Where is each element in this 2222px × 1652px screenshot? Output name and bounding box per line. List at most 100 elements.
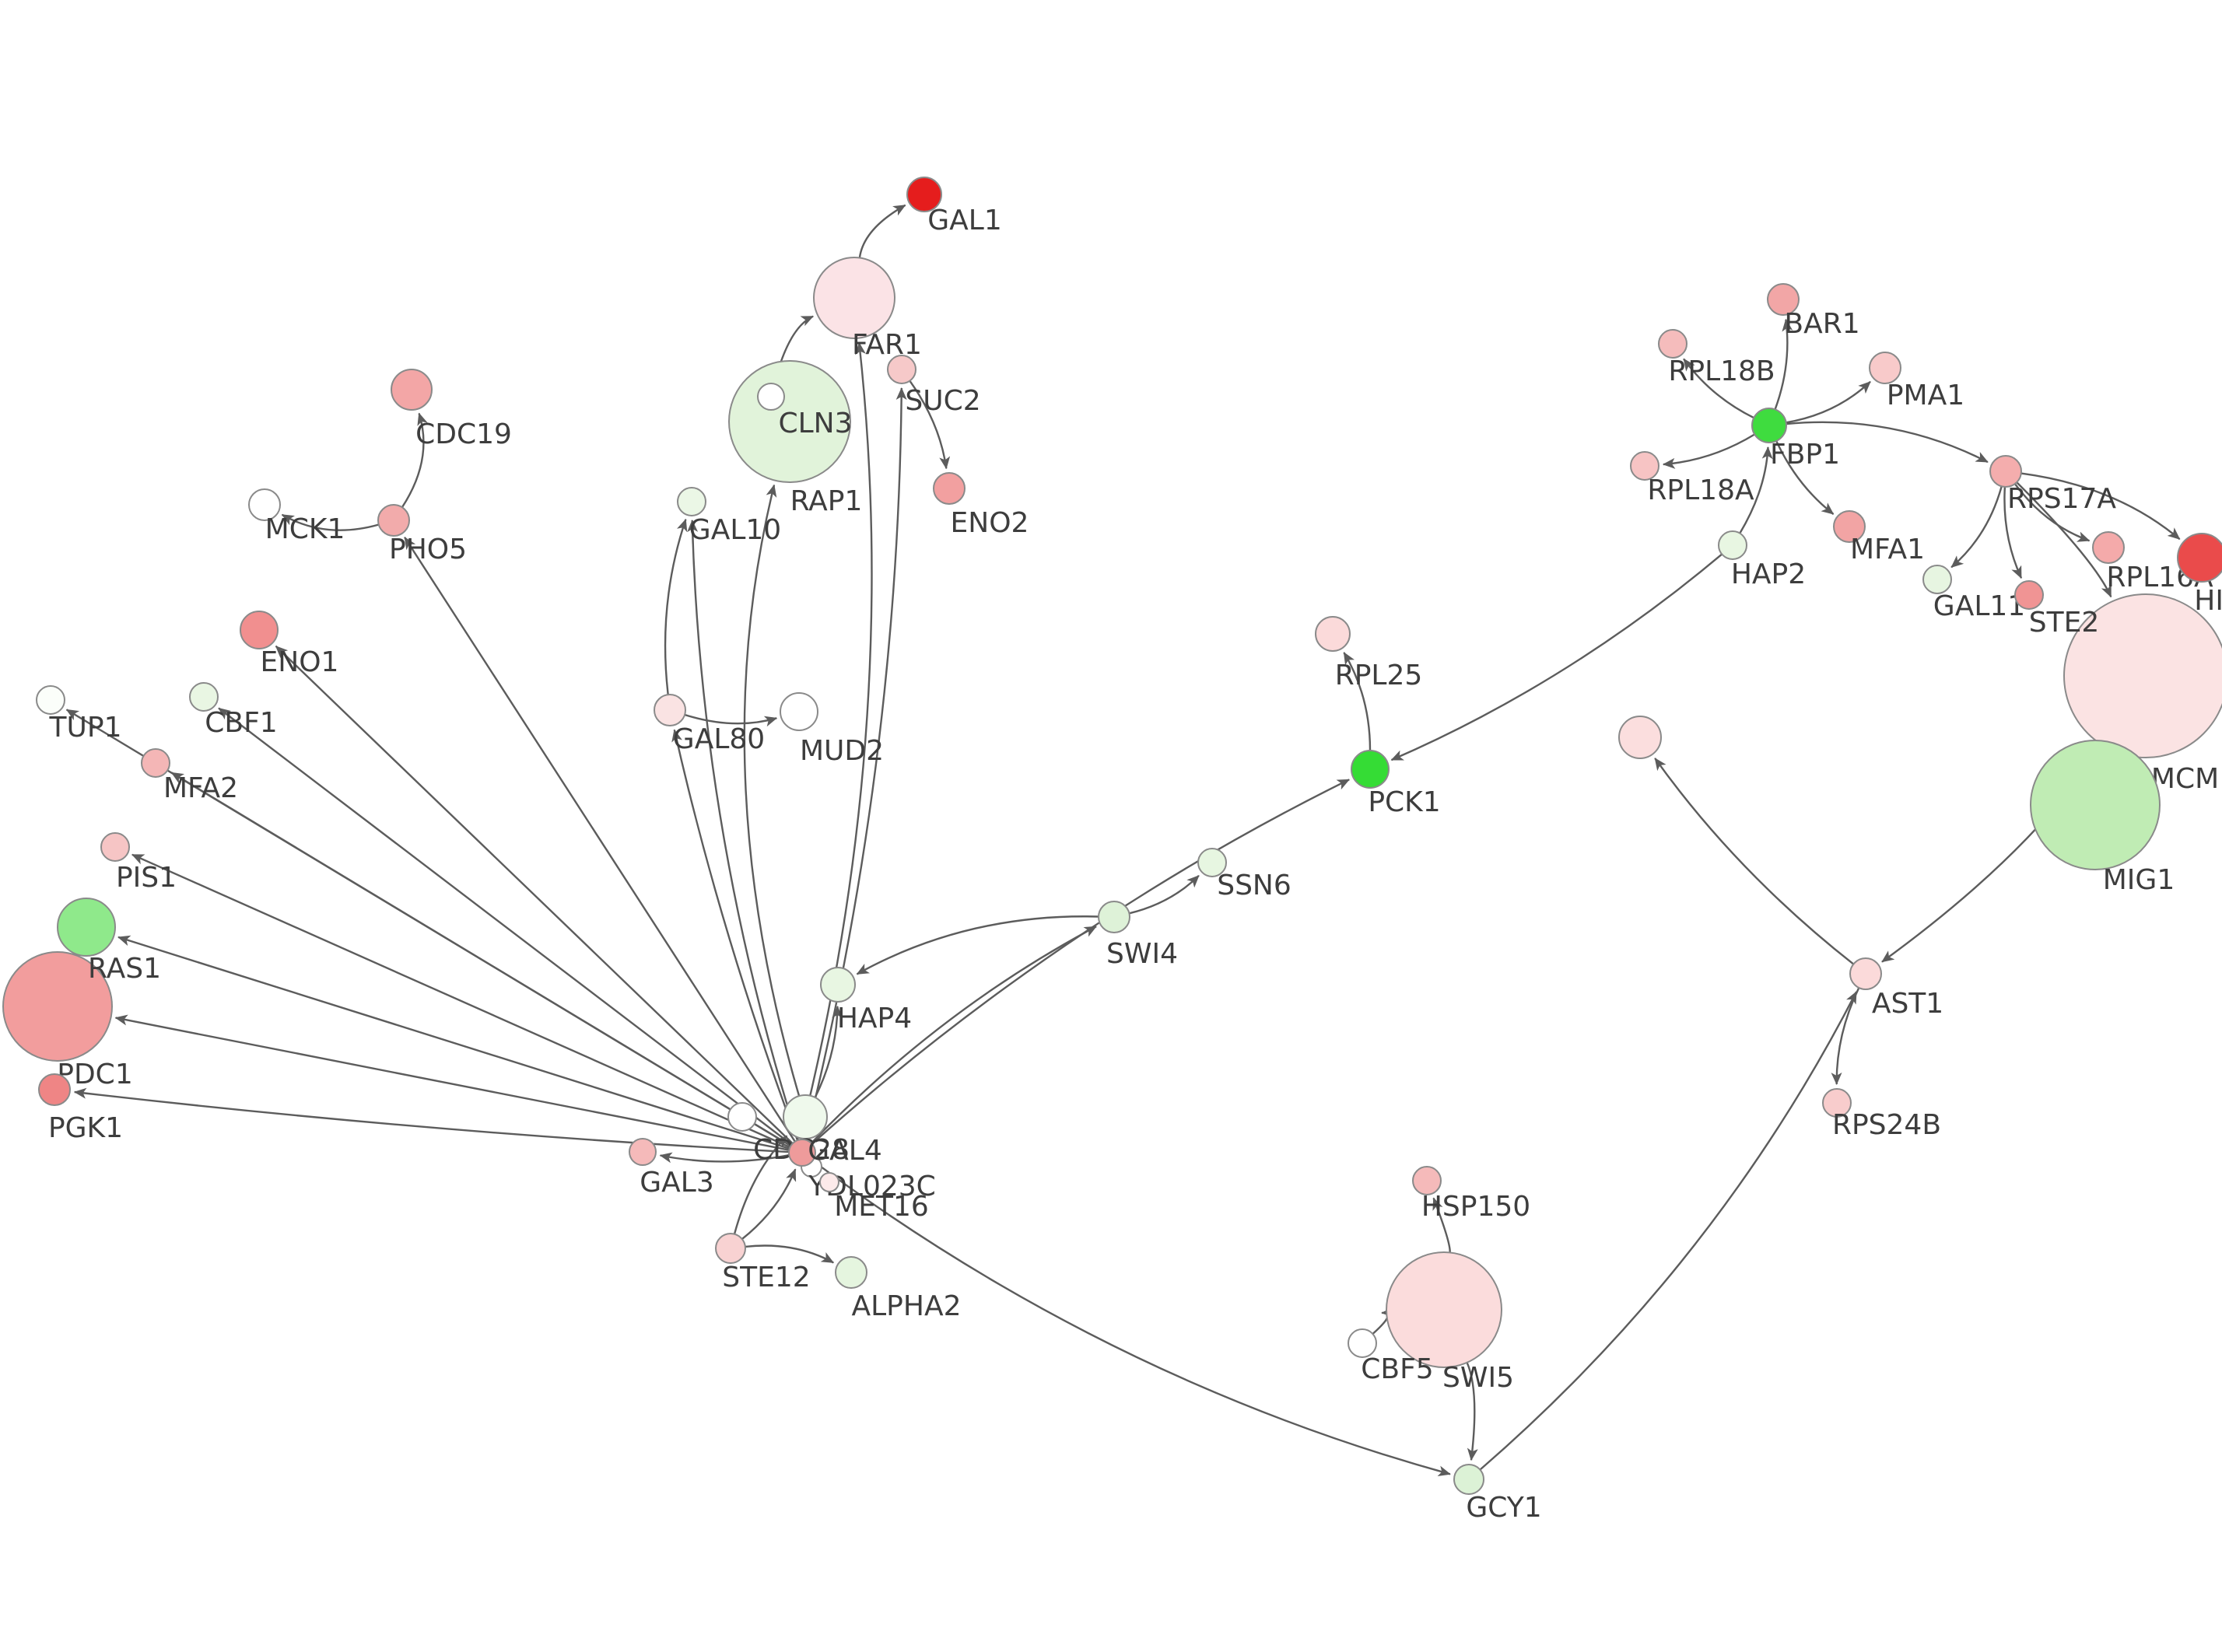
node-group-PHO5: PHO5 (377, 504, 467, 565)
node-MFA1[interactable] (1833, 510, 1866, 543)
node-HIS4[interactable] (2177, 533, 2222, 583)
node-MFA2[interactable] (141, 748, 170, 778)
node-STE12[interactable] (715, 1233, 746, 1264)
node-HAP2[interactable] (1718, 530, 1747, 560)
node-group-MCK1: MCK1 (248, 488, 345, 545)
node-CDC19[interactable] (391, 369, 433, 411)
node-PGK1[interactable] (38, 1073, 71, 1106)
node-group-MIG1: MIG1 (2030, 740, 2175, 896)
node-SWI5[interactable] (1386, 1251, 1502, 1368)
edge-STE12-ALPHA2 (745, 1244, 835, 1264)
node-GCY1[interactable] (1453, 1464, 1484, 1495)
node-label-ALPHA2: ALPHA2 (852, 1290, 962, 1322)
edge-HAP2-PCK1 (1390, 553, 1723, 761)
edge-GAL4-PHO5 (404, 536, 796, 1143)
node-label-AST1: AST1 (1872, 988, 1943, 1020)
node-HUB1[interactable] (727, 1102, 757, 1132)
node-TUP1[interactable] (36, 685, 65, 715)
node-SWI4[interactable] (1098, 901, 1130, 933)
edge-GAL4-SWI4 (810, 926, 1097, 1144)
edge-GAL4-MFA2 (170, 772, 792, 1147)
node-GAL3[interactable] (629, 1138, 657, 1166)
node-group-ENO2: ENO2 (933, 472, 1029, 539)
node-label-MUD2: MUD2 (800, 735, 884, 767)
node-HAP4[interactable] (820, 967, 856, 1003)
node-group-CBF1: CBF1 (189, 682, 278, 739)
node-RPS24B[interactable] (1822, 1088, 1852, 1118)
node-CLN3[interactable] (728, 360, 851, 483)
node-STE2[interactable] (2014, 580, 2044, 610)
node-GAL10[interactable] (677, 487, 706, 516)
node-label-MET16: MET16 (834, 1191, 929, 1223)
node-group-PIS1: PIS1 (100, 832, 177, 894)
node-RPL16A[interactable] (2092, 531, 2125, 564)
node-ENO2[interactable] (933, 472, 966, 505)
node-label-STE12: STE12 (722, 1262, 810, 1293)
node-group-HAP4: HAP4 (820, 967, 912, 1034)
edge-SWI5-HSP150 (1432, 1197, 1451, 1253)
node-label-HIS4: HIS4 (2194, 585, 2222, 617)
edge-FBP1-MFA1 (1775, 440, 1835, 515)
node-ALPHA2[interactable] (835, 1256, 867, 1289)
node-ENO1[interactable] (240, 611, 279, 649)
node-label-MIG1: MIG1 (2103, 864, 2175, 896)
node-MCM1[interactable] (2063, 593, 2222, 758)
node-SUC2[interactable] (887, 355, 916, 384)
node-HSP150[interactable] (1412, 1166, 1442, 1195)
node-RPL18B[interactable] (1658, 329, 1688, 359)
node-RPL18A[interactable] (1630, 451, 1659, 481)
node-PDC1[interactable] (2, 951, 113, 1062)
node-PCK1[interactable] (1351, 750, 1390, 789)
node-group-RPL18B: RPL18B (1658, 329, 1775, 387)
node-BAR1[interactable] (1767, 283, 1800, 316)
node-GAL80[interactable] (654, 694, 686, 726)
edge-GAL4-PGK1 (73, 1087, 790, 1153)
node-GAL11[interactable] (1922, 565, 1952, 594)
node-label-MFA2: MFA2 (163, 772, 238, 804)
node-RPS17A[interactable] (1989, 455, 2022, 488)
nodes-layer: CLN3RAP1MCM1MIG1PDC1RAS1PGK1CDC28YDL023C… (2, 177, 2222, 1524)
node-MET16[interactable] (819, 1172, 839, 1192)
edge-GAL4-GAL10 (687, 520, 799, 1141)
node-RAP1[interactable] (757, 383, 785, 411)
node-CBF5[interactable] (1348, 1328, 1377, 1358)
node-group-MET16: MET16 (819, 1172, 929, 1223)
edge-CDC28-HAP4 (814, 1006, 843, 1098)
node-CDC28[interactable] (783, 1094, 828, 1139)
node-group-PMA1: PMA1 (1869, 352, 1964, 411)
node-MCK1[interactable] (248, 488, 281, 521)
node-PIS1[interactable] (100, 832, 130, 862)
node-group-PGK1: PGK1 (38, 1073, 123, 1144)
node-group-HSP150: HSP150 (1412, 1166, 1530, 1223)
node-RPL25[interactable] (1315, 616, 1351, 652)
node-group-STE12: STE12 (715, 1233, 811, 1293)
node-AST1[interactable] (1849, 957, 1882, 990)
edge-RPS17A-MCM1 (2016, 481, 2112, 598)
edge-CDC28-CLN3 (743, 484, 801, 1097)
edge-AST1-RPS24B (1831, 987, 1860, 1085)
edge-GAL4-SUC2 (804, 387, 907, 1140)
node-GAL1[interactable] (906, 177, 942, 212)
node-FAR1[interactable] (813, 257, 895, 339)
node-label-GCY1: GCY1 (1466, 1492, 1541, 1524)
node-N1[interactable] (1618, 716, 1662, 759)
edges-layer (65, 204, 2181, 1477)
node-PMA1[interactable] (1869, 352, 1901, 384)
node-label-FBP1: FBP1 (1770, 439, 1840, 471)
node-MUD2[interactable] (780, 692, 818, 731)
node-PHO5[interactable] (377, 504, 410, 537)
node-SSN6[interactable] (1197, 848, 1227, 877)
edge-GAL4-PDC1 (114, 1014, 790, 1151)
node-MIG1[interactable] (2030, 740, 2161, 870)
node-label-MFA1: MFA1 (1850, 534, 1925, 565)
node-label-TUP1: TUP1 (49, 712, 122, 744)
node-CBF1[interactable] (189, 682, 219, 712)
node-group-HUB1 (727, 1102, 757, 1132)
node-label-RPS17A: RPS17A (2007, 483, 2116, 515)
node-FBP1[interactable] (1751, 408, 1787, 443)
node-RAS1[interactable] (57, 898, 116, 957)
edge-RPS17A-HIS4 (2020, 472, 2181, 541)
edge-GAL4-RAS1 (117, 935, 790, 1150)
node-GAL4[interactable] (788, 1139, 816, 1167)
